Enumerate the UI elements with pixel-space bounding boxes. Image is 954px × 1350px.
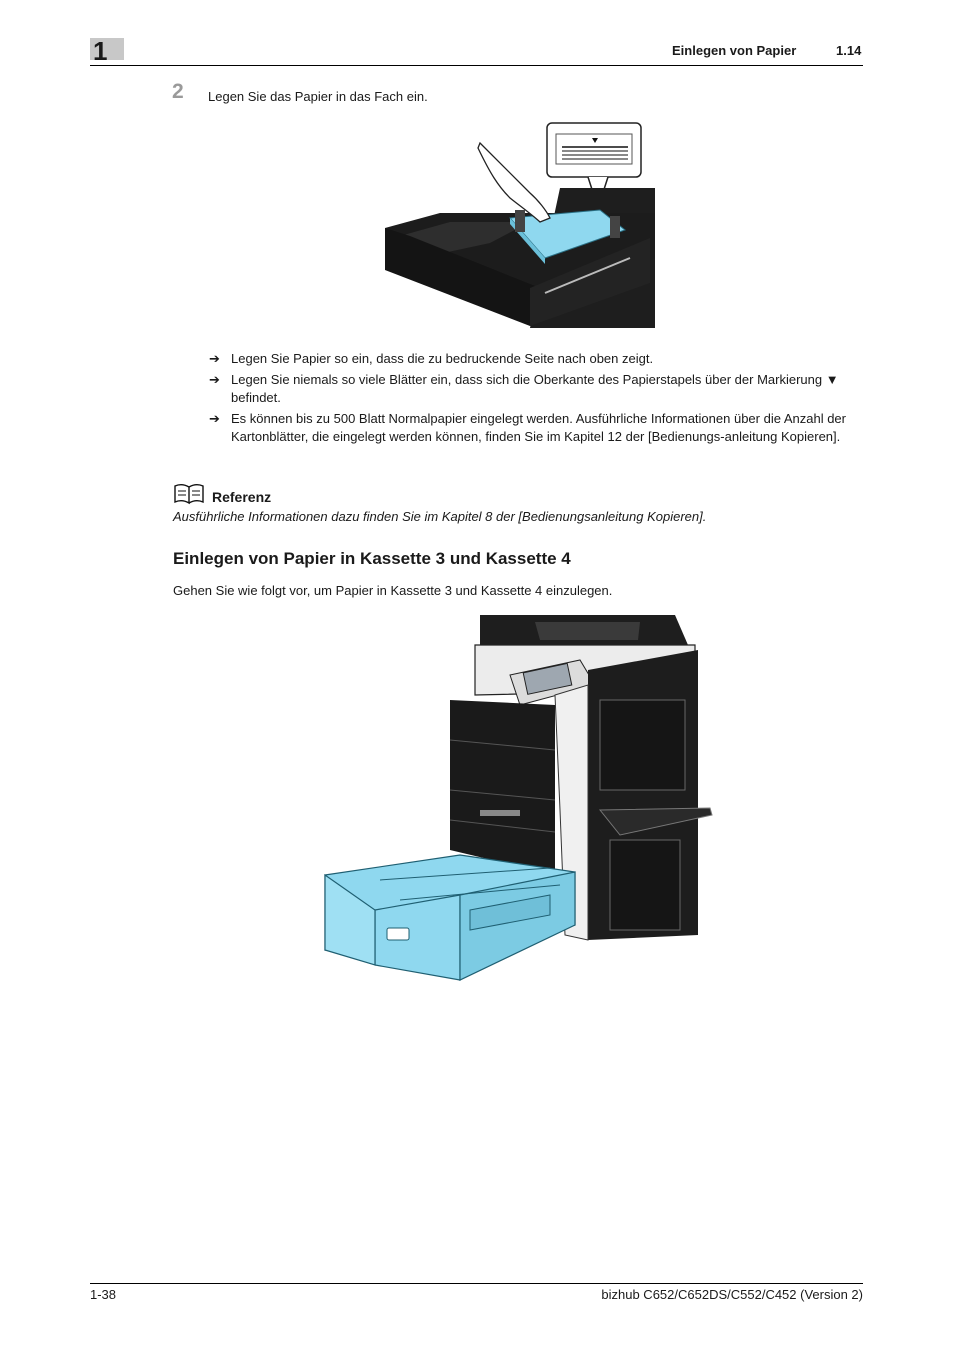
book-icon xyxy=(174,484,204,505)
section-intro: Gehen Sie wie folgt vor, um Papier in Ka… xyxy=(173,583,613,598)
section-heading: Einlegen von Papier in Kassette 3 und Ka… xyxy=(173,549,571,568)
bullet-text: Es können bis zu 500 Blatt Normalpapier … xyxy=(231,411,846,444)
step-number: 2 xyxy=(172,80,184,103)
header-section-number: 1.14 xyxy=(836,43,862,58)
page-number: 1-38 xyxy=(90,1287,117,1302)
bullet-arrow: ➔ xyxy=(209,351,220,366)
bullet-text: Legen Sie niemals so viele Blätter ein, … xyxy=(231,372,839,405)
product-name: bizhub C652/C652DS/C552/C452 (Version 2) xyxy=(601,1287,863,1302)
header-title: Einlegen von Papier xyxy=(672,43,797,58)
bullet-arrow: ➔ xyxy=(209,411,220,426)
reference-text: Ausführliche Informationen dazu finden S… xyxy=(173,509,707,524)
step-text: Legen Sie das Papier in das Fach ein. xyxy=(208,89,428,104)
paper-tray-illustration xyxy=(385,122,655,328)
reference-title: Referenz xyxy=(212,489,272,505)
chapter-number: 1 xyxy=(93,36,108,66)
header-rule xyxy=(90,65,863,66)
bullet-text: Legen Sie Papier so ein, dass die zu bed… xyxy=(231,351,654,366)
chapter-tab xyxy=(90,38,124,60)
bullet-arrow: ➔ xyxy=(209,372,220,387)
printer-cassette-illustration xyxy=(324,615,713,981)
footer-rule xyxy=(90,1283,863,1284)
